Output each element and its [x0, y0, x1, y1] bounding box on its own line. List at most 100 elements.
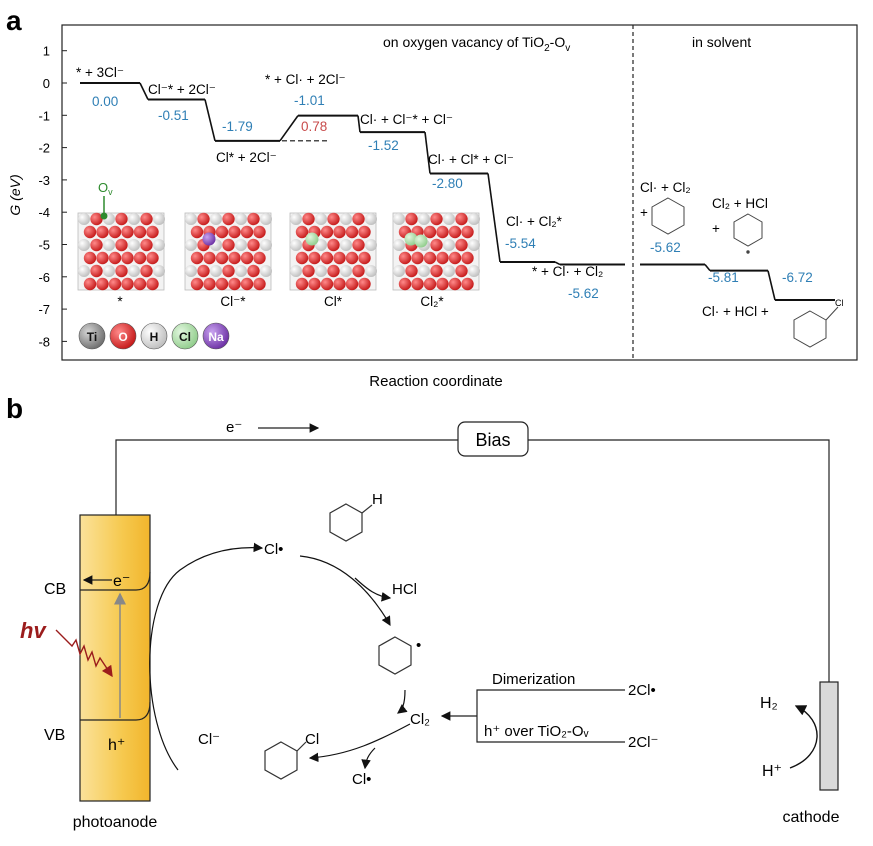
o-atom — [295, 277, 309, 291]
cyclohexyl-ring — [378, 636, 412, 675]
o-atom — [320, 225, 334, 239]
legend-swatch — [78, 322, 106, 350]
y-tick-label: -2 — [38, 141, 50, 156]
structure-label: Cl₂* — [420, 294, 444, 309]
legend-swatch — [202, 322, 230, 350]
level-label: * + Cl· + Cl₂ — [532, 264, 603, 279]
structure-labels: * Cl⁻* Cl* Cl₂* — [117, 294, 444, 309]
y-tick-label: -1 — [38, 108, 50, 123]
surface-structures — [77, 212, 480, 291]
h-atom — [290, 239, 302, 251]
o-atom — [461, 251, 474, 265]
cyclohexane-molecule — [329, 503, 373, 542]
o-atom — [253, 277, 266, 291]
legend-label: H — [150, 330, 159, 344]
o-atom — [240, 251, 254, 265]
cl-radical-bottom: Cl• — [352, 771, 371, 788]
o-atom — [430, 238, 443, 252]
o-atom — [358, 251, 371, 265]
o-atom — [405, 212, 418, 226]
h2-label: H₂ — [760, 695, 778, 712]
chloride-label: Cl⁻ — [198, 731, 220, 748]
o-atom — [333, 225, 346, 239]
h-atom — [365, 213, 377, 225]
y-axis-label: G (eV) — [7, 174, 23, 215]
hcl-release-arrow — [354, 577, 392, 602]
y-tick-label: -6 — [38, 270, 50, 285]
plot-frame — [61, 24, 858, 361]
o-atom — [90, 264, 103, 278]
y-tick-label: 1 — [43, 44, 50, 59]
energy-profile — [80, 82, 835, 302]
photoanode-label: photoanode — [73, 814, 158, 831]
cyclohexane-icons — [651, 197, 839, 348]
o-atom — [203, 251, 216, 265]
o-atom — [423, 225, 437, 239]
surface-slab — [77, 212, 165, 291]
cl2-label: Cl₂ — [410, 711, 430, 728]
h-atom — [443, 265, 455, 277]
surface-slab — [392, 212, 480, 291]
o-atom — [115, 212, 128, 226]
o-atom — [108, 225, 122, 239]
h-atom — [468, 239, 480, 251]
adsorbate-atom — [202, 232, 216, 246]
o-atom — [247, 212, 260, 226]
h-atom — [235, 265, 247, 277]
cl-atom-label: Cl — [835, 298, 844, 308]
h-atom — [103, 265, 115, 277]
o-atom — [222, 212, 235, 226]
h-atom — [443, 239, 455, 251]
vb-label: VB — [44, 727, 65, 744]
o-atom — [190, 251, 204, 265]
o-atom — [222, 238, 235, 252]
cb-electron: e⁻ — [113, 573, 130, 590]
barrier-value: 0.78 — [301, 119, 327, 134]
o-atom — [133, 277, 147, 291]
h-atom — [468, 213, 480, 225]
o-atom — [308, 251, 321, 265]
o-atom — [327, 212, 340, 226]
y-axis: 10-1-2-3-4-5-6-7-8 — [38, 44, 67, 349]
solvent-label: Cl· + HCl + — [702, 304, 769, 319]
adsorbate-atom — [414, 234, 428, 248]
o-atom — [83, 277, 97, 291]
h-atom — [78, 213, 90, 225]
legend-label: Ti — [87, 330, 97, 344]
o-atom — [405, 264, 418, 278]
legend-label: Na — [208, 330, 224, 344]
o-atom — [253, 251, 266, 265]
h-atom — [290, 213, 302, 225]
cl-radical-release-arrow — [361, 747, 376, 770]
o-atom — [133, 251, 147, 265]
bias-label: Bias — [475, 430, 510, 450]
h-atom — [210, 265, 222, 277]
solvent-label: Cl· + Cl₂ — [640, 180, 691, 195]
o-atom — [358, 225, 371, 239]
electron-flow-label: e⁻ — [226, 419, 242, 436]
cl-radical-top: Cl• — [264, 541, 283, 558]
solvent-value: -5.81 — [708, 270, 739, 285]
o-atom — [423, 277, 437, 291]
o-atom — [448, 277, 462, 291]
legend-swatch — [140, 322, 168, 350]
o-atom — [228, 225, 241, 239]
structure-label: Cl⁻* — [220, 294, 246, 309]
level-label: Cl⁻* + 2Cl⁻ — [148, 82, 216, 97]
o-atom — [228, 277, 241, 291]
o-atom — [121, 251, 134, 265]
o-atom — [436, 251, 449, 265]
level-value: -0.51 — [158, 108, 189, 123]
o-atom — [222, 264, 235, 278]
h-atom — [103, 239, 115, 251]
o-atom — [436, 225, 449, 239]
o-atom — [320, 277, 334, 291]
h-atom — [78, 265, 90, 277]
y-tick-label: -8 — [38, 334, 50, 349]
surface-slab — [289, 212, 377, 291]
o-atom — [146, 225, 159, 239]
cycle-arc-right — [397, 689, 408, 714]
o-atom — [345, 277, 359, 291]
level-value: -5.54 — [505, 236, 536, 251]
